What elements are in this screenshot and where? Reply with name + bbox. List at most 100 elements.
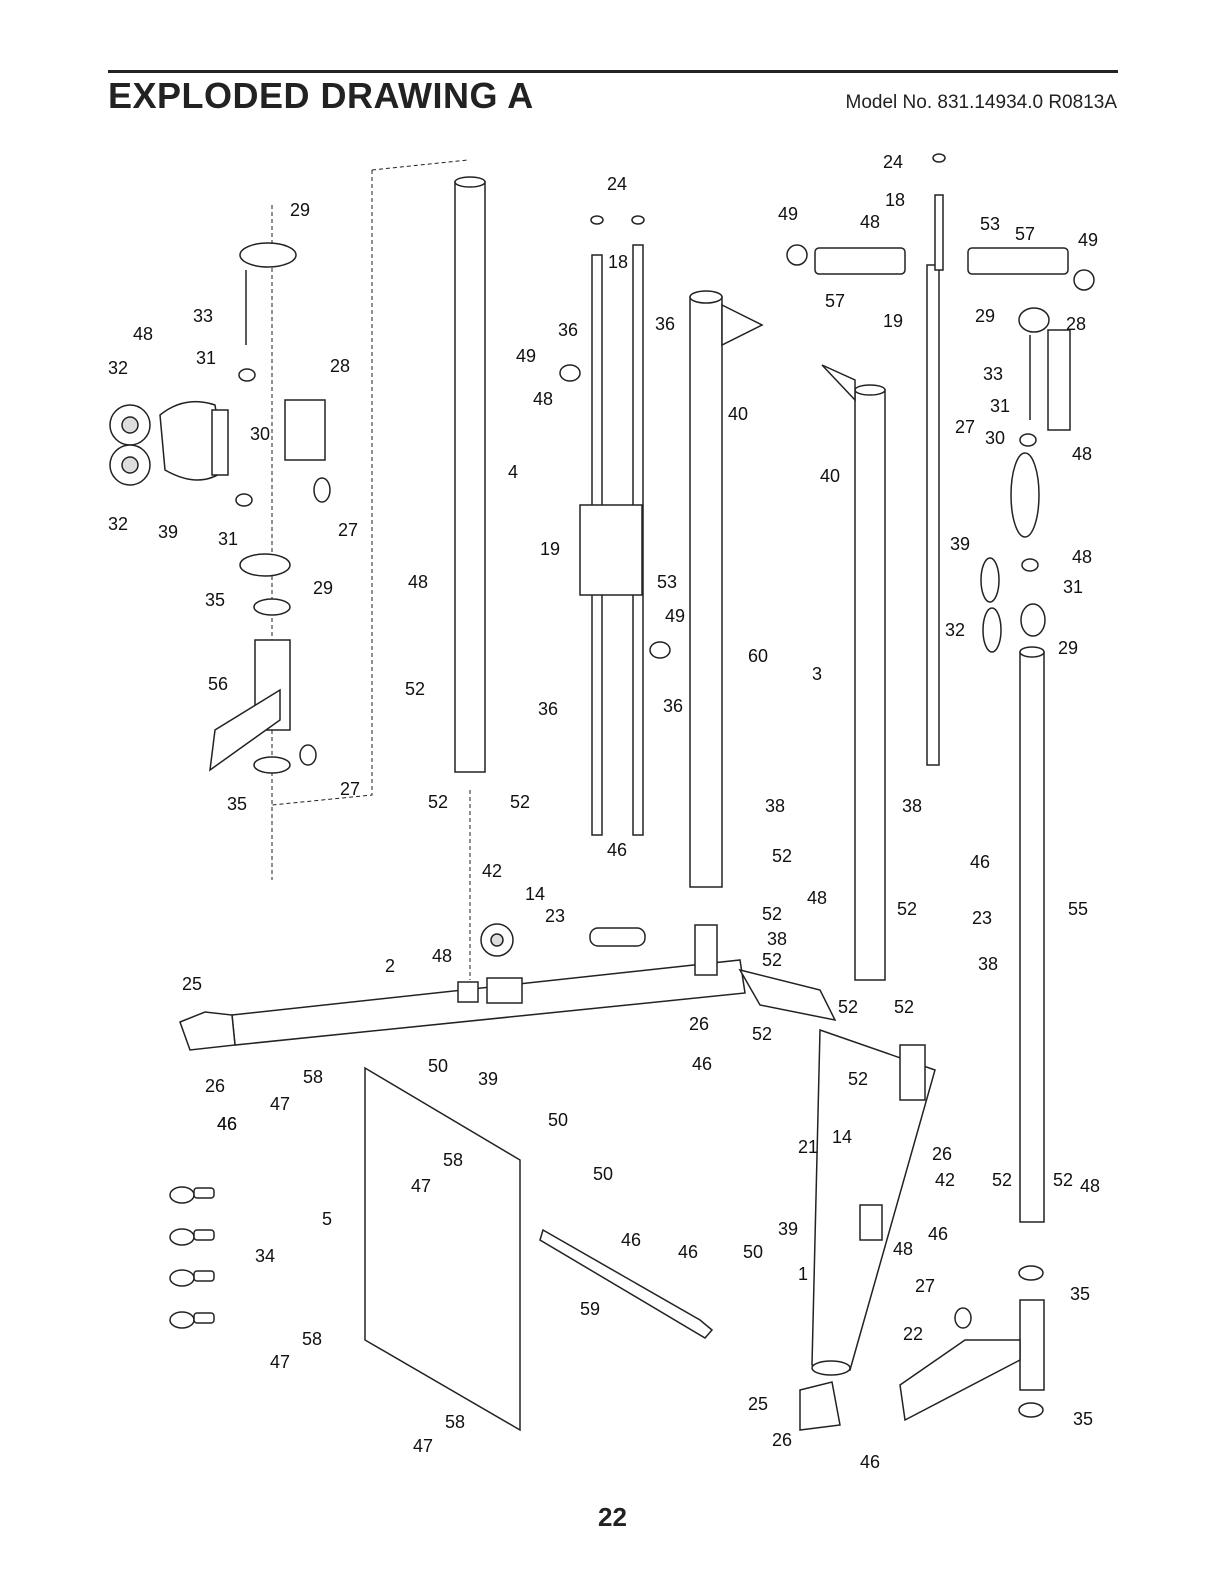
callout-49: 49 <box>665 606 685 626</box>
callout-53: 53 <box>980 214 1000 234</box>
callout-32: 32 <box>108 358 128 378</box>
callout-29: 29 <box>975 306 995 326</box>
callout-52: 52 <box>762 950 782 970</box>
callout-18: 18 <box>885 190 905 210</box>
callout-48: 48 <box>893 1239 913 1259</box>
callout-29: 29 <box>290 200 310 220</box>
part-23-clamp <box>589 927 646 947</box>
part-56-arm <box>209 688 281 772</box>
callout-5: 5 <box>322 1209 332 1229</box>
callout-58: 58 <box>443 1150 463 1170</box>
callout-48: 48 <box>807 888 827 908</box>
part-5-panel <box>364 1066 521 1432</box>
callout-46: 46 <box>678 1242 698 1262</box>
callout-3: 3 <box>812 664 822 684</box>
part-2-base <box>179 923 837 1051</box>
callout-32: 32 <box>945 620 965 640</box>
part-19-right-rod <box>786 153 1095 766</box>
callout-39: 39 <box>158 522 178 542</box>
callout-52: 52 <box>772 846 792 866</box>
callout-47: 47 <box>270 1352 290 1372</box>
part-29-bottom-cap <box>239 553 291 577</box>
callout-49: 49 <box>1078 230 1098 250</box>
callout-31: 31 <box>1063 577 1083 597</box>
callout-47: 47 <box>270 1094 290 1114</box>
callout-50: 50 <box>743 1242 763 1262</box>
callout-52: 52 <box>992 1170 1012 1190</box>
callout-48: 48 <box>1080 1176 1100 1196</box>
callout-27: 27 <box>915 1276 935 1296</box>
part-34-clips <box>169 1186 215 1329</box>
callout-18: 18 <box>608 252 628 272</box>
callout-58: 58 <box>303 1067 323 1087</box>
callout-50: 50 <box>428 1056 448 1076</box>
callout-52: 52 <box>428 792 448 812</box>
callout-25: 25 <box>182 974 202 994</box>
part-57-right-roller <box>967 247 1069 275</box>
callout-14: 14 <box>832 1127 852 1147</box>
part-30-right-plate <box>1010 452 1040 538</box>
callout-30: 30 <box>250 424 270 444</box>
callout-52: 52 <box>510 792 530 812</box>
callout-19: 19 <box>540 539 560 559</box>
callout-22: 22 <box>903 1324 923 1344</box>
callout-52: 52 <box>752 1024 772 1044</box>
callout-29: 29 <box>1058 638 1078 658</box>
callout-38: 38 <box>902 796 922 816</box>
part-59-brace <box>539 1228 714 1339</box>
callout-32: 32 <box>108 514 128 534</box>
callout-50: 50 <box>593 1164 613 1184</box>
callout-24: 24 <box>883 152 903 172</box>
callout-26: 26 <box>932 1144 952 1164</box>
callout-52: 52 <box>848 1069 868 1089</box>
callout-24: 24 <box>607 174 627 194</box>
callout-52: 52 <box>1053 1170 1073 1190</box>
callout-27: 27 <box>340 779 360 799</box>
callout-58: 58 <box>445 1412 465 1432</box>
model-number: Model No. 831.14934.0 R0813A <box>845 92 1117 113</box>
callout-47: 47 <box>413 1436 433 1456</box>
callout-52: 52 <box>762 904 782 924</box>
callout-36: 36 <box>538 699 558 719</box>
callout-28: 28 <box>330 356 350 376</box>
callout-46: 46 <box>217 1114 237 1134</box>
callout-46: 46 <box>692 1054 712 1074</box>
callout-52: 52 <box>894 997 914 1017</box>
callout-52: 52 <box>838 997 858 1017</box>
callout-35: 35 <box>1070 1284 1090 1304</box>
callout-60: 60 <box>748 646 768 666</box>
part-35-bushing <box>253 598 291 616</box>
callout-31: 31 <box>218 529 238 549</box>
part-25-right-cap <box>799 1381 841 1431</box>
callout-49: 49 <box>516 346 536 366</box>
callout-33: 33 <box>193 306 213 326</box>
callout-31: 31 <box>196 348 216 368</box>
callout-25: 25 <box>748 1394 768 1414</box>
callout-49: 49 <box>778 204 798 224</box>
callout-2: 2 <box>385 956 395 976</box>
callout-48: 48 <box>1072 547 1092 567</box>
callout-4: 4 <box>508 462 518 482</box>
callout-35: 35 <box>227 794 247 814</box>
callout-40: 40 <box>820 466 840 486</box>
part-31-spacer <box>238 368 256 382</box>
callout-36: 36 <box>655 314 675 334</box>
callout-52: 52 <box>405 679 425 699</box>
callout-14: 14 <box>525 884 545 904</box>
callout-27: 27 <box>338 520 358 540</box>
callout-29: 29 <box>313 578 333 598</box>
callout-35: 35 <box>1073 1409 1093 1429</box>
callout-46: 46 <box>621 1230 641 1250</box>
part-55-upright <box>1019 646 1045 1223</box>
callout-38: 38 <box>767 929 787 949</box>
callout-55: 55 <box>1068 899 1088 919</box>
part-4-upright <box>454 176 486 980</box>
callout-48: 48 <box>1072 444 1092 464</box>
part-29-top-cap <box>239 242 297 268</box>
part-22-arm <box>899 1265 1045 1422</box>
callout-33: 33 <box>983 364 1003 384</box>
callout-38: 38 <box>978 954 998 974</box>
callout-38: 38 <box>765 796 785 816</box>
callout-46: 46 <box>860 1452 880 1472</box>
callout-39: 39 <box>950 534 970 554</box>
